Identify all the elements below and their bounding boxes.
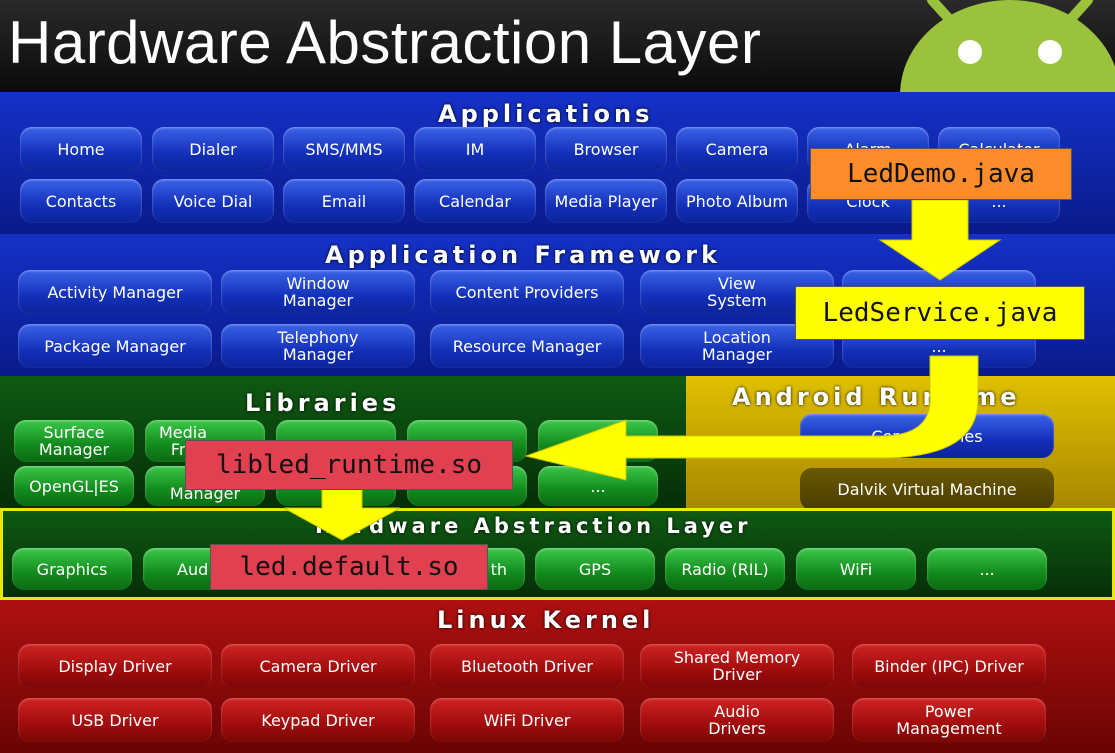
app-home: Home — [20, 127, 142, 171]
app-camera: Camera — [676, 127, 798, 171]
kernel-shared-memory-driver: Shared Memory Driver — [640, 644, 834, 688]
kernel-binder-ipc-driver: Binder (IPC) Driver — [852, 644, 1046, 688]
kernel-usb-driver: USB Driver — [18, 698, 212, 742]
kernel-title: Linux Kernel — [437, 606, 655, 634]
app-calendar: Calendar — [414, 179, 536, 223]
arrow-demo-to-service — [878, 199, 1002, 281]
framework-title: Application Framework — [325, 241, 722, 269]
note-libled-runtime: libled_runtime.so — [185, 440, 513, 490]
hal-more: ... — [927, 548, 1047, 590]
hal-title: Hardware Abstraction Layer — [315, 514, 752, 538]
app-im: IM — [414, 127, 536, 171]
fw-content-providers: Content Providers — [430, 270, 624, 314]
page-title: Hardware Abstraction Layer — [8, 9, 762, 76]
note-led-service: LedService.java — [795, 286, 1085, 340]
note-led-default: led.default.so — [210, 544, 488, 590]
kernel-camera-driver: Camera Driver — [221, 644, 415, 688]
kernel-audio-drivers: Audio Drivers — [640, 698, 834, 742]
lib-opengl-es: OpenGL|ES — [14, 466, 134, 506]
app-media-player: Media Player — [545, 179, 667, 223]
hal-gps: GPS — [535, 548, 655, 590]
app-dialer: Dialer — [152, 127, 274, 171]
fw-telephony-manager: Telephony Manager — [221, 324, 415, 368]
hal-wifi: WiFi — [796, 548, 916, 590]
kernel-display-driver: Display Driver — [18, 644, 212, 688]
fw-resource-manager: Resource Manager — [430, 324, 624, 368]
runtime-dalvik-vm: Dalvik Virtual Machine — [800, 468, 1054, 510]
app-photo-album: Photo Album — [676, 179, 798, 223]
hal-graphics: Graphics — [12, 548, 132, 590]
hal-radio-ril: Radio (RIL) — [665, 548, 785, 590]
note-led-demo: LedDemo.java — [810, 148, 1072, 200]
lib-surface-manager: Surface Manager — [14, 420, 134, 462]
fw-window-manager: Window Manager — [221, 270, 415, 314]
kernel-wifi-driver: WiFi Driver — [430, 698, 624, 742]
android-robot-icon — [900, 0, 1115, 92]
kernel-power-management: Power Management — [852, 698, 1046, 742]
kernel-keypad-driver: Keypad Driver — [221, 698, 415, 742]
applications-title: Applications — [438, 100, 654, 128]
kernel-bluetooth-driver: Bluetooth Driver — [430, 644, 624, 688]
app-email: Email — [283, 179, 405, 223]
fw-package-manager: Package Manager — [18, 324, 212, 368]
libraries-title: Libraries — [245, 389, 401, 417]
app-contacts: Contacts — [20, 179, 142, 223]
arrow-runtime-to-hal — [283, 487, 401, 541]
app-voice-dial: Voice Dial — [152, 179, 274, 223]
app-browser: Browser — [545, 127, 667, 171]
fw-activity-manager: Activity Manager — [18, 270, 212, 314]
arrow-service-to-runtime — [524, 355, 979, 481]
app-sms-mms: SMS/MMS — [283, 127, 405, 171]
